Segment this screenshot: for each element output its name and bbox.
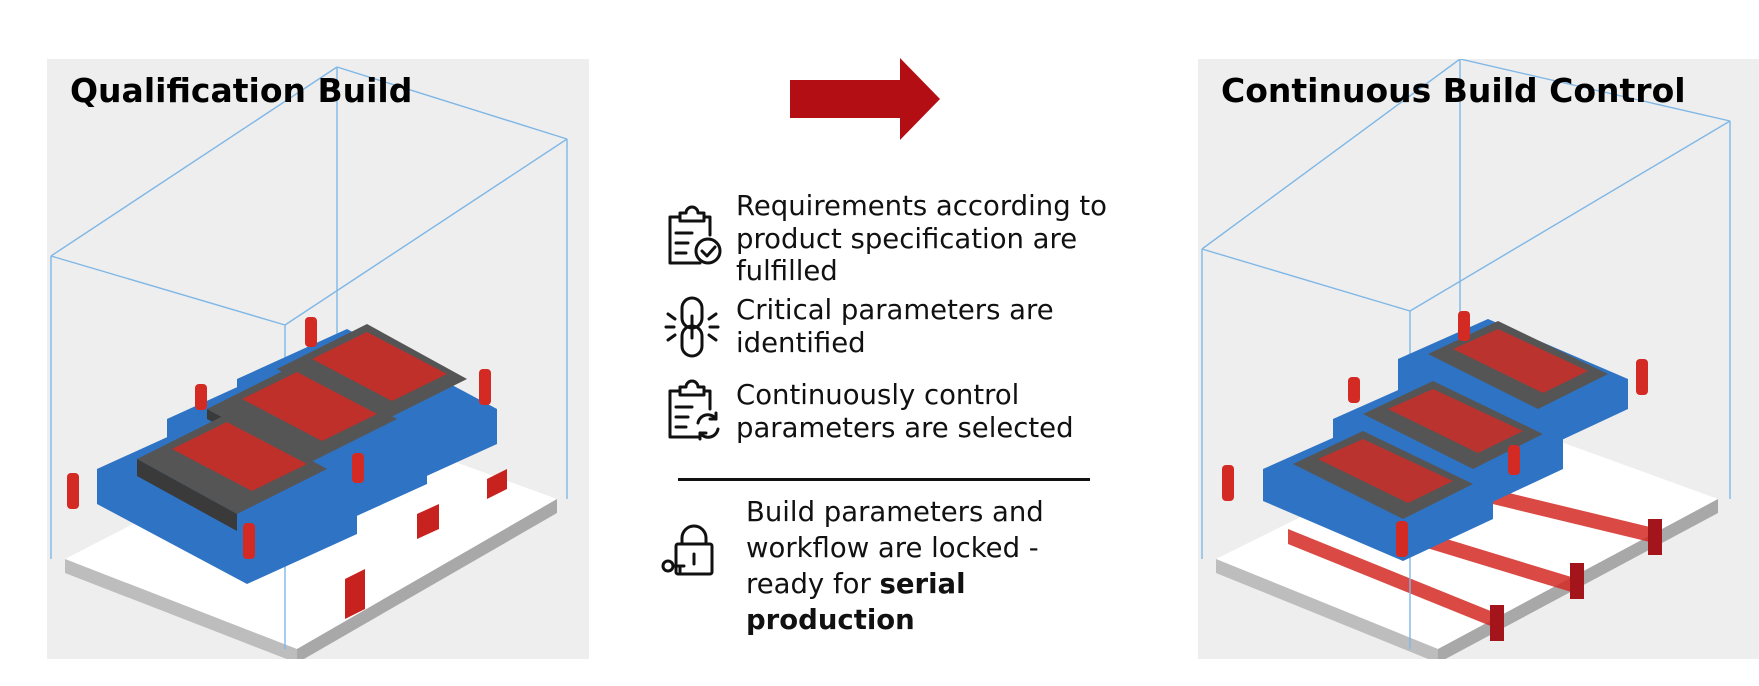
bounding-box-wireframe: [1201, 59, 1731, 649]
lock-key-icon: [661, 524, 714, 576]
support-band: [417, 504, 439, 539]
divider: [678, 478, 1090, 481]
build-plate-top: [1216, 419, 1718, 649]
printed-part: [1333, 379, 1563, 511]
checklist-item-text: Critical parameters are identified: [736, 294, 1054, 359]
build-plate-front: [1216, 559, 1438, 659]
clipboard-refresh-icon: [668, 379, 720, 441]
checklist-item-text: Requirements according to product specif…: [736, 190, 1107, 287]
support-band: [487, 469, 507, 499]
qualification-build-panel: Qualification Build: [47, 59, 589, 659]
support-pillars: [1222, 311, 1648, 557]
support-band: [345, 569, 365, 619]
continuous-build-render: [1201, 59, 1731, 659]
printed-part: [97, 414, 357, 584]
final-statement-text: Build parameters and workflow are locked…: [746, 494, 1116, 638]
printed-part: [1263, 429, 1493, 561]
build-plate-front: [65, 559, 297, 659]
final-statement-text-bold: serial production: [746, 568, 966, 636]
panel-title-continuous: Continuous Build Control: [1221, 71, 1686, 110]
continuous-build-panel: Continuous Build Control: [1198, 59, 1759, 659]
panel-title-qualification: Qualification Build: [70, 71, 413, 110]
checklist-item-text: Continuously control parameters are sele…: [736, 379, 1074, 444]
final-statement-text-regular: Build parameters and workflow are locked…: [746, 496, 1044, 600]
clipboard-check-icon: [668, 205, 722, 265]
qualification-build-render: [50, 66, 568, 659]
support-band-edges: [1490, 519, 1662, 641]
support-pillars: [67, 317, 491, 559]
printed-part: [1398, 319, 1628, 451]
right-arrow-icon: [790, 58, 940, 140]
broken-link-icon: [664, 296, 720, 358]
build-plate-side: [297, 499, 557, 659]
